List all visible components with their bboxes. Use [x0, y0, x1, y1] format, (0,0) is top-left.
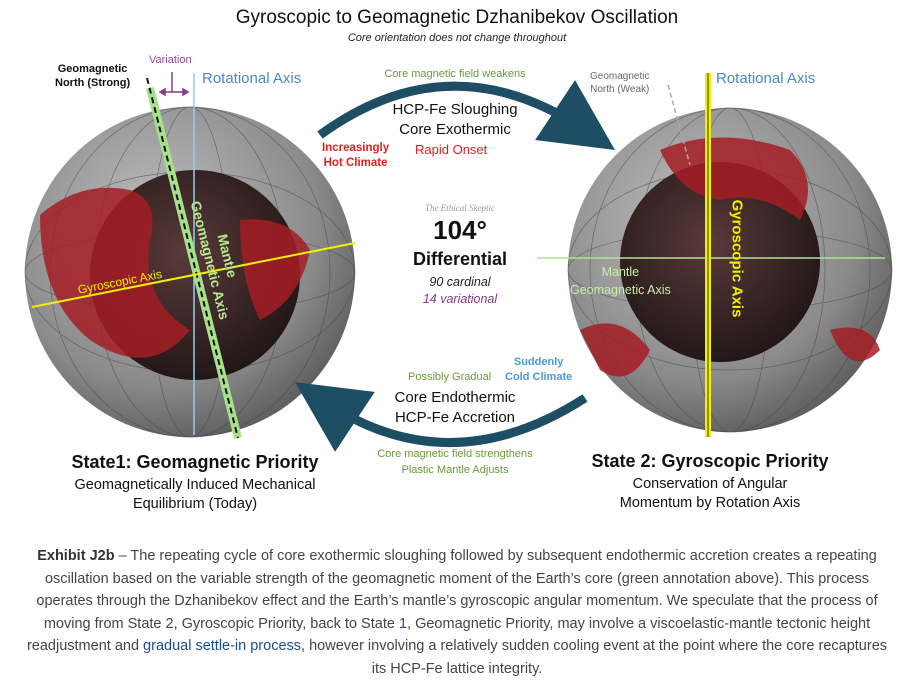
bottom-cycle-arrow-icon [294, 382, 588, 452]
right-rotational-axis-label: Rotational Axis [716, 70, 816, 87]
exhibit-caption: Exhibit J2b – The repeating cycle of cor… [26, 548, 888, 677]
state-1-link[interactable]: 1 [398, 615, 408, 632]
variational-label: 14 variational [422, 292, 498, 306]
state2-title: State 2: Gyroscopic Priority [591, 451, 829, 471]
field-weakens-label: Core magnetic field weakens [384, 68, 526, 80]
left-globe [24, 106, 356, 438]
diagram-graphics [24, 72, 893, 452]
state1-title: State1: Geomagnetic Priority [71, 452, 319, 472]
diagram-subtitle: Core orientation does not change through… [347, 32, 567, 44]
right-gyroscopic-axis-label: Gyroscopic Axis [728, 199, 746, 318]
gradual-settle-in-link[interactable]: gradual settle-in process [143, 638, 302, 654]
watermark: The Ethical Skeptic [425, 203, 495, 213]
cardinal-label: 90 cardinal [429, 275, 491, 289]
right-globe [567, 107, 893, 433]
variation-arrow-icon [158, 72, 190, 97]
caption-label: Exhibit J2b [37, 548, 115, 564]
differential-label: Differential [412, 249, 508, 269]
variation-label: Variation [149, 54, 192, 66]
rapid-onset-label: Rapid Onset [415, 142, 488, 157]
left-rotational-axis-label: Rotational Axis [202, 70, 302, 87]
left-gyroscopic-axis-line [31, 242, 356, 308]
top-cycle-arrow-icon [317, 80, 615, 150]
diagram-title: Gyroscopic to Geomagnetic Dzhanibekov Os… [235, 7, 679, 28]
degrees-value: 104° [433, 215, 487, 245]
possibly-gradual-label: Possibly Gradual [408, 371, 492, 383]
